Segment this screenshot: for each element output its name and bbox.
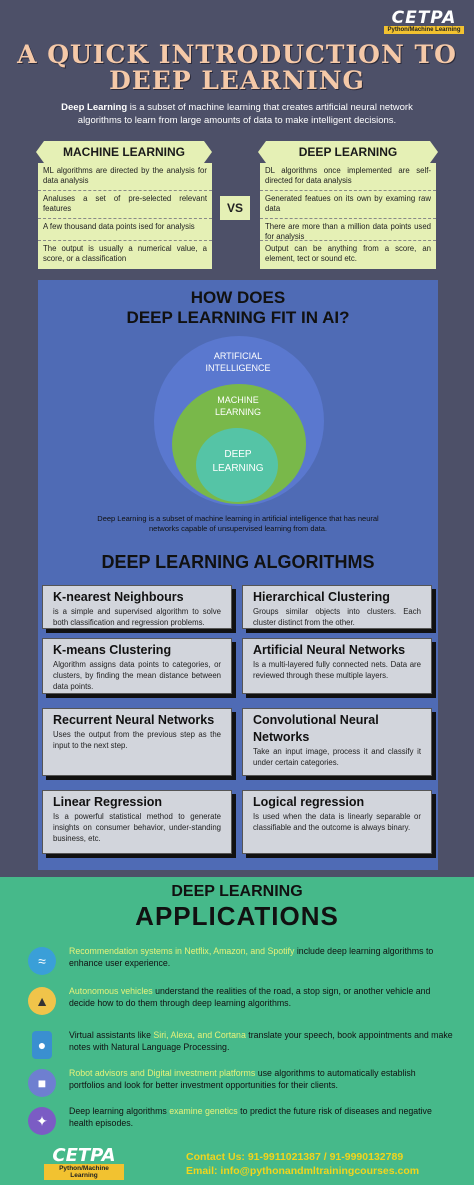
application-body: translate your speech, book appointments… [69,1030,453,1052]
dl-label-line-2: LEARNING [212,463,264,474]
wifi-icon: ≈ [28,947,56,975]
dl-row: DL algorithms once implemented are self-… [260,163,436,191]
algo-card-ann: Artificial Neural Networks Is a multi-la… [242,638,432,694]
dl-row: Output can be anything from a score, an … [265,244,431,263]
footer-logo-word: CETPA [52,1145,116,1166]
algo-name: Convolutional Neural Networks [253,713,379,744]
application-highlight: Autonomous vehicles [69,986,153,996]
dna-icon: ✦ [28,1107,56,1135]
dl-row: Generated featues on its own by examing … [260,191,436,219]
intro-bold: Deep Learning [61,102,128,113]
application-item: ≈ Recommendation systems in Netflix, Ama… [24,943,454,983]
contact-email: Email: info@pythonandmltrainingcourses.c… [186,1165,420,1177]
algo-desc: Groups similar objects into clusters. Ea… [253,607,421,627]
cetpa-logo: CETPA Python/Machine Learning [384,8,464,34]
applications-title-line-2: APPLICATIONS [135,901,339,931]
application-body: include deep learning algorithms to enha… [69,946,434,968]
algo-card-kmeans: K-means Clustering Algorithm assigns dat… [42,638,232,694]
algo-card-hierarchical: Hierarchical Clustering Groups similar o… [242,585,432,629]
algo-desc: is a simple and supervised algorithm to … [53,607,221,627]
contact-phone: Contact Us: 91-9911021387 / 91-999013278… [186,1151,404,1163]
ml-row: ML algorithms are directed by the analys… [38,163,212,191]
applications-title-line-1: DEEP LEARNING [171,883,303,900]
application-highlight: Siri, Alexa, and Cortana [153,1030,246,1040]
title-line-1: A QUICK INTRODUCTION TO [17,40,457,69]
algo-name: Hierarchical Clustering [253,590,390,604]
application-highlight: Robot advisors and Digital investment pl… [69,1068,256,1078]
application-prefix: Virtual assistants like [69,1030,154,1040]
algo-desc: Is a powerful statistical method to gene… [53,812,221,843]
algo-desc: Is used when the data is linearly separa… [253,812,421,832]
footer-logo-subtitle: Python/Machine Learning [44,1164,124,1180]
algorithms-title: DEEP LEARNING ALGORITHMS [101,552,375,572]
ml-row: The output is usually a numerical value,… [43,244,207,263]
algo-card-knn: K-nearest Neighbours is a simple and sup… [42,585,232,629]
algo-name: Artificial Neural Networks [253,643,406,657]
algo-name: Recurrent Neural Networks [53,713,215,727]
applications-section: DEEP LEARNING APPLICATIONS ≈ Recommendat… [0,877,474,1185]
dl-circle-label: DEEP LEARNING [198,448,278,476]
ai-caption: Deep Learning is a subset of machine lea… [97,514,379,533]
application-text: Recommendation systems in Netflix, Amazo… [69,945,453,969]
algo-name: Linear Regression [53,795,163,809]
intro-text: is a subset of machine learning that cre… [77,102,413,126]
ai-circle-label: ARTIFICIAL INTELLIGENCE [168,350,308,374]
vs-badge: VS [220,196,250,220]
ml-circle-label: MACHINE LEARNING [188,394,288,418]
logo-word: CETPA [391,8,457,28]
application-text: Virtual assistants like Siri, Alexa, and… [69,1029,453,1053]
footer-logo: CETPA Python/Machine Learning [44,1145,124,1180]
dl-heading: DEEP LEARNING [258,141,438,163]
ml-heading: MACHINE LEARNING [36,141,212,163]
algo-name: Logical regression [253,795,365,809]
ml-column: ML algorithms are directed by the analys… [38,163,212,269]
dl-row: There are more than a million data point… [260,219,436,241]
application-body: use algorithms to automatically establis… [69,1068,416,1090]
ml-label-line-2: LEARNING [214,407,261,417]
application-item: ■ Robot advisors and Digital investment … [24,1065,454,1105]
application-highlight: examine genetics [169,1106,238,1116]
algo-card-linear-regression: Linear Regression Is a powerful statisti… [42,790,232,854]
title-line-2: DEEP LEARNING [109,66,365,95]
ai-fit-title-line-2: DEEP LEARNING FIT IN AI? [126,308,350,327]
phone-icon: ● [32,1031,52,1059]
ai-label-line-1: ARTIFICIAL [213,351,263,361]
dl-column: DL algorithms once implemented are self-… [260,163,436,269]
algo-card-cnn: Convolutional Neural Networks Take an in… [242,708,432,776]
application-text: Deep learning algorithms examine genetic… [69,1105,453,1129]
algo-desc: Is a multi-layered fully connected nets.… [253,660,421,680]
algo-desc: Take an input image, process it and clas… [253,747,421,767]
algo-name: K-means Clustering [53,643,172,657]
application-item: ▲ Autonomous vehicles understand the rea… [24,983,454,1023]
application-item: ✦ Deep learning algorithms examine genet… [24,1103,454,1143]
robot-icon: ■ [28,1069,56,1097]
algo-desc: Uses the output from the previous step a… [53,730,221,750]
ai-fit-title-line-1: HOW DOES [190,288,286,307]
algo-desc: Algorithm assigns data points to categor… [53,660,221,691]
application-text: Robot advisors and Digital investment pl… [69,1067,453,1091]
ml-label-line-1: MACHINE [217,395,259,405]
algo-name: K-nearest Neighbours [53,590,184,604]
ai-label-line-2: INTELLIGENCE [205,363,271,373]
dl-circle [196,428,278,502]
algo-card-logical-regression: Logical regression Is used when the data… [242,790,432,854]
ml-row: Analuses a set of pre-selected relevant … [38,191,212,219]
ml-row: A few thousand data points ised for anal… [38,219,212,241]
dl-label-line-1: DEEP [224,449,252,460]
algo-card-rnn: Recurrent Neural Networks Uses the outpu… [42,708,232,776]
application-highlight: Recommendation systems in Netflix, Amazo… [69,946,295,956]
main-title: A QUICK INTRODUCTION TO DEEP LEARNING [0,42,474,94]
application-body: understand the realities of the road, a … [69,986,431,1008]
application-item: ● Virtual assistants like Siri, Alexa, a… [24,1027,454,1067]
application-body: to predict the future risk of diseases a… [69,1106,432,1128]
ai-panel: HOW DOES DEEP LEARNING FIT IN AI? ARTIFI… [38,280,438,870]
application-prefix: Deep learning algorithms [69,1106,170,1116]
car-icon: ▲ [28,987,56,1015]
application-text: Autonomous vehicles understand the reali… [69,985,453,1009]
contact-info: Contact Us: 91-9911021387 / 91-999013278… [186,1150,466,1178]
ai-fit-title: HOW DOES DEEP LEARNING FIT IN AI? [38,288,438,328]
logo-subtitle: Python/Machine Learning [384,26,464,34]
intro-paragraph: Deep Learning is a subset of machine lea… [40,101,434,127]
